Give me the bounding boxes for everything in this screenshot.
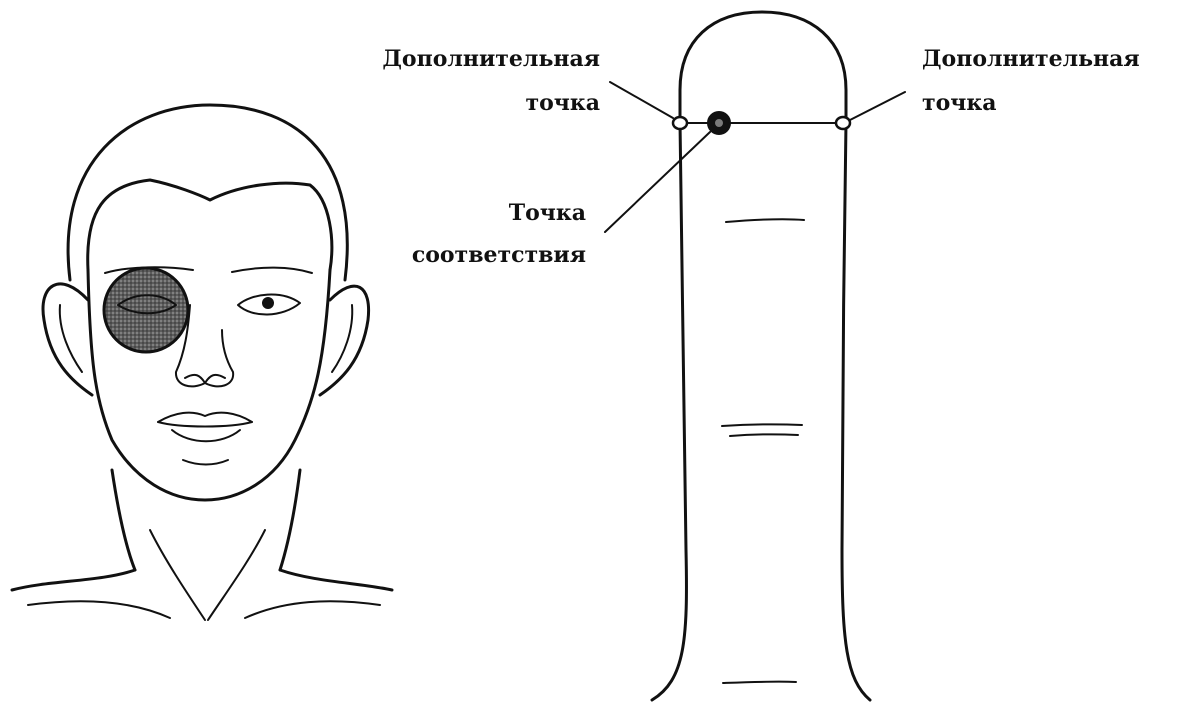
leader-line-extra-right [850, 92, 905, 120]
extra-point-left-label-line2: точка [525, 90, 600, 116]
right-eyebrow [232, 268, 312, 273]
neck-right [280, 470, 300, 570]
nostrils [185, 375, 225, 383]
head-outline [68, 105, 347, 280]
throat-right [208, 530, 265, 620]
eye-patch [104, 268, 188, 352]
right-collarbone [245, 601, 380, 618]
finger-outline [680, 12, 846, 122]
left-shoulder [12, 570, 135, 590]
crease-middle-1 [722, 424, 802, 426]
crease-lower [723, 682, 796, 683]
finger-left-edge [652, 122, 686, 700]
neck-left [112, 470, 135, 570]
correspondence-point-label-line1: Точка [509, 200, 586, 226]
correspondence-point-label-line2: соответствия [412, 242, 586, 268]
throat-left [150, 530, 205, 620]
lower-lip [172, 430, 240, 441]
left-collarbone [28, 601, 170, 618]
right-ear-inner [332, 305, 352, 372]
left-ear-inner [60, 305, 82, 372]
crease-middle-2 [730, 434, 798, 436]
correspondence-point-center [715, 119, 723, 127]
finger-right-edge [842, 122, 870, 700]
leader-line-correspondence [605, 132, 710, 232]
right-pupil [262, 297, 274, 309]
leader-line-extra-left [610, 82, 673, 118]
lip-line [158, 422, 252, 427]
face-illustration-icon [12, 105, 392, 620]
chin [183, 460, 228, 465]
finger-illustration-icon [605, 12, 905, 700]
upper-lip [158, 413, 252, 422]
extra-point-left-label-line1: Дополнительная [382, 46, 600, 72]
hairline [88, 180, 332, 270]
right-shoulder [280, 570, 392, 590]
extra-point-left-marker [673, 117, 687, 129]
left-ear [43, 284, 92, 395]
extra-point-right-label-line2: точка [922, 90, 997, 116]
extra-point-right-marker [836, 117, 850, 129]
extra-point-right-label-line1: Дополнительная [922, 46, 1140, 72]
crease-upper [726, 219, 804, 222]
